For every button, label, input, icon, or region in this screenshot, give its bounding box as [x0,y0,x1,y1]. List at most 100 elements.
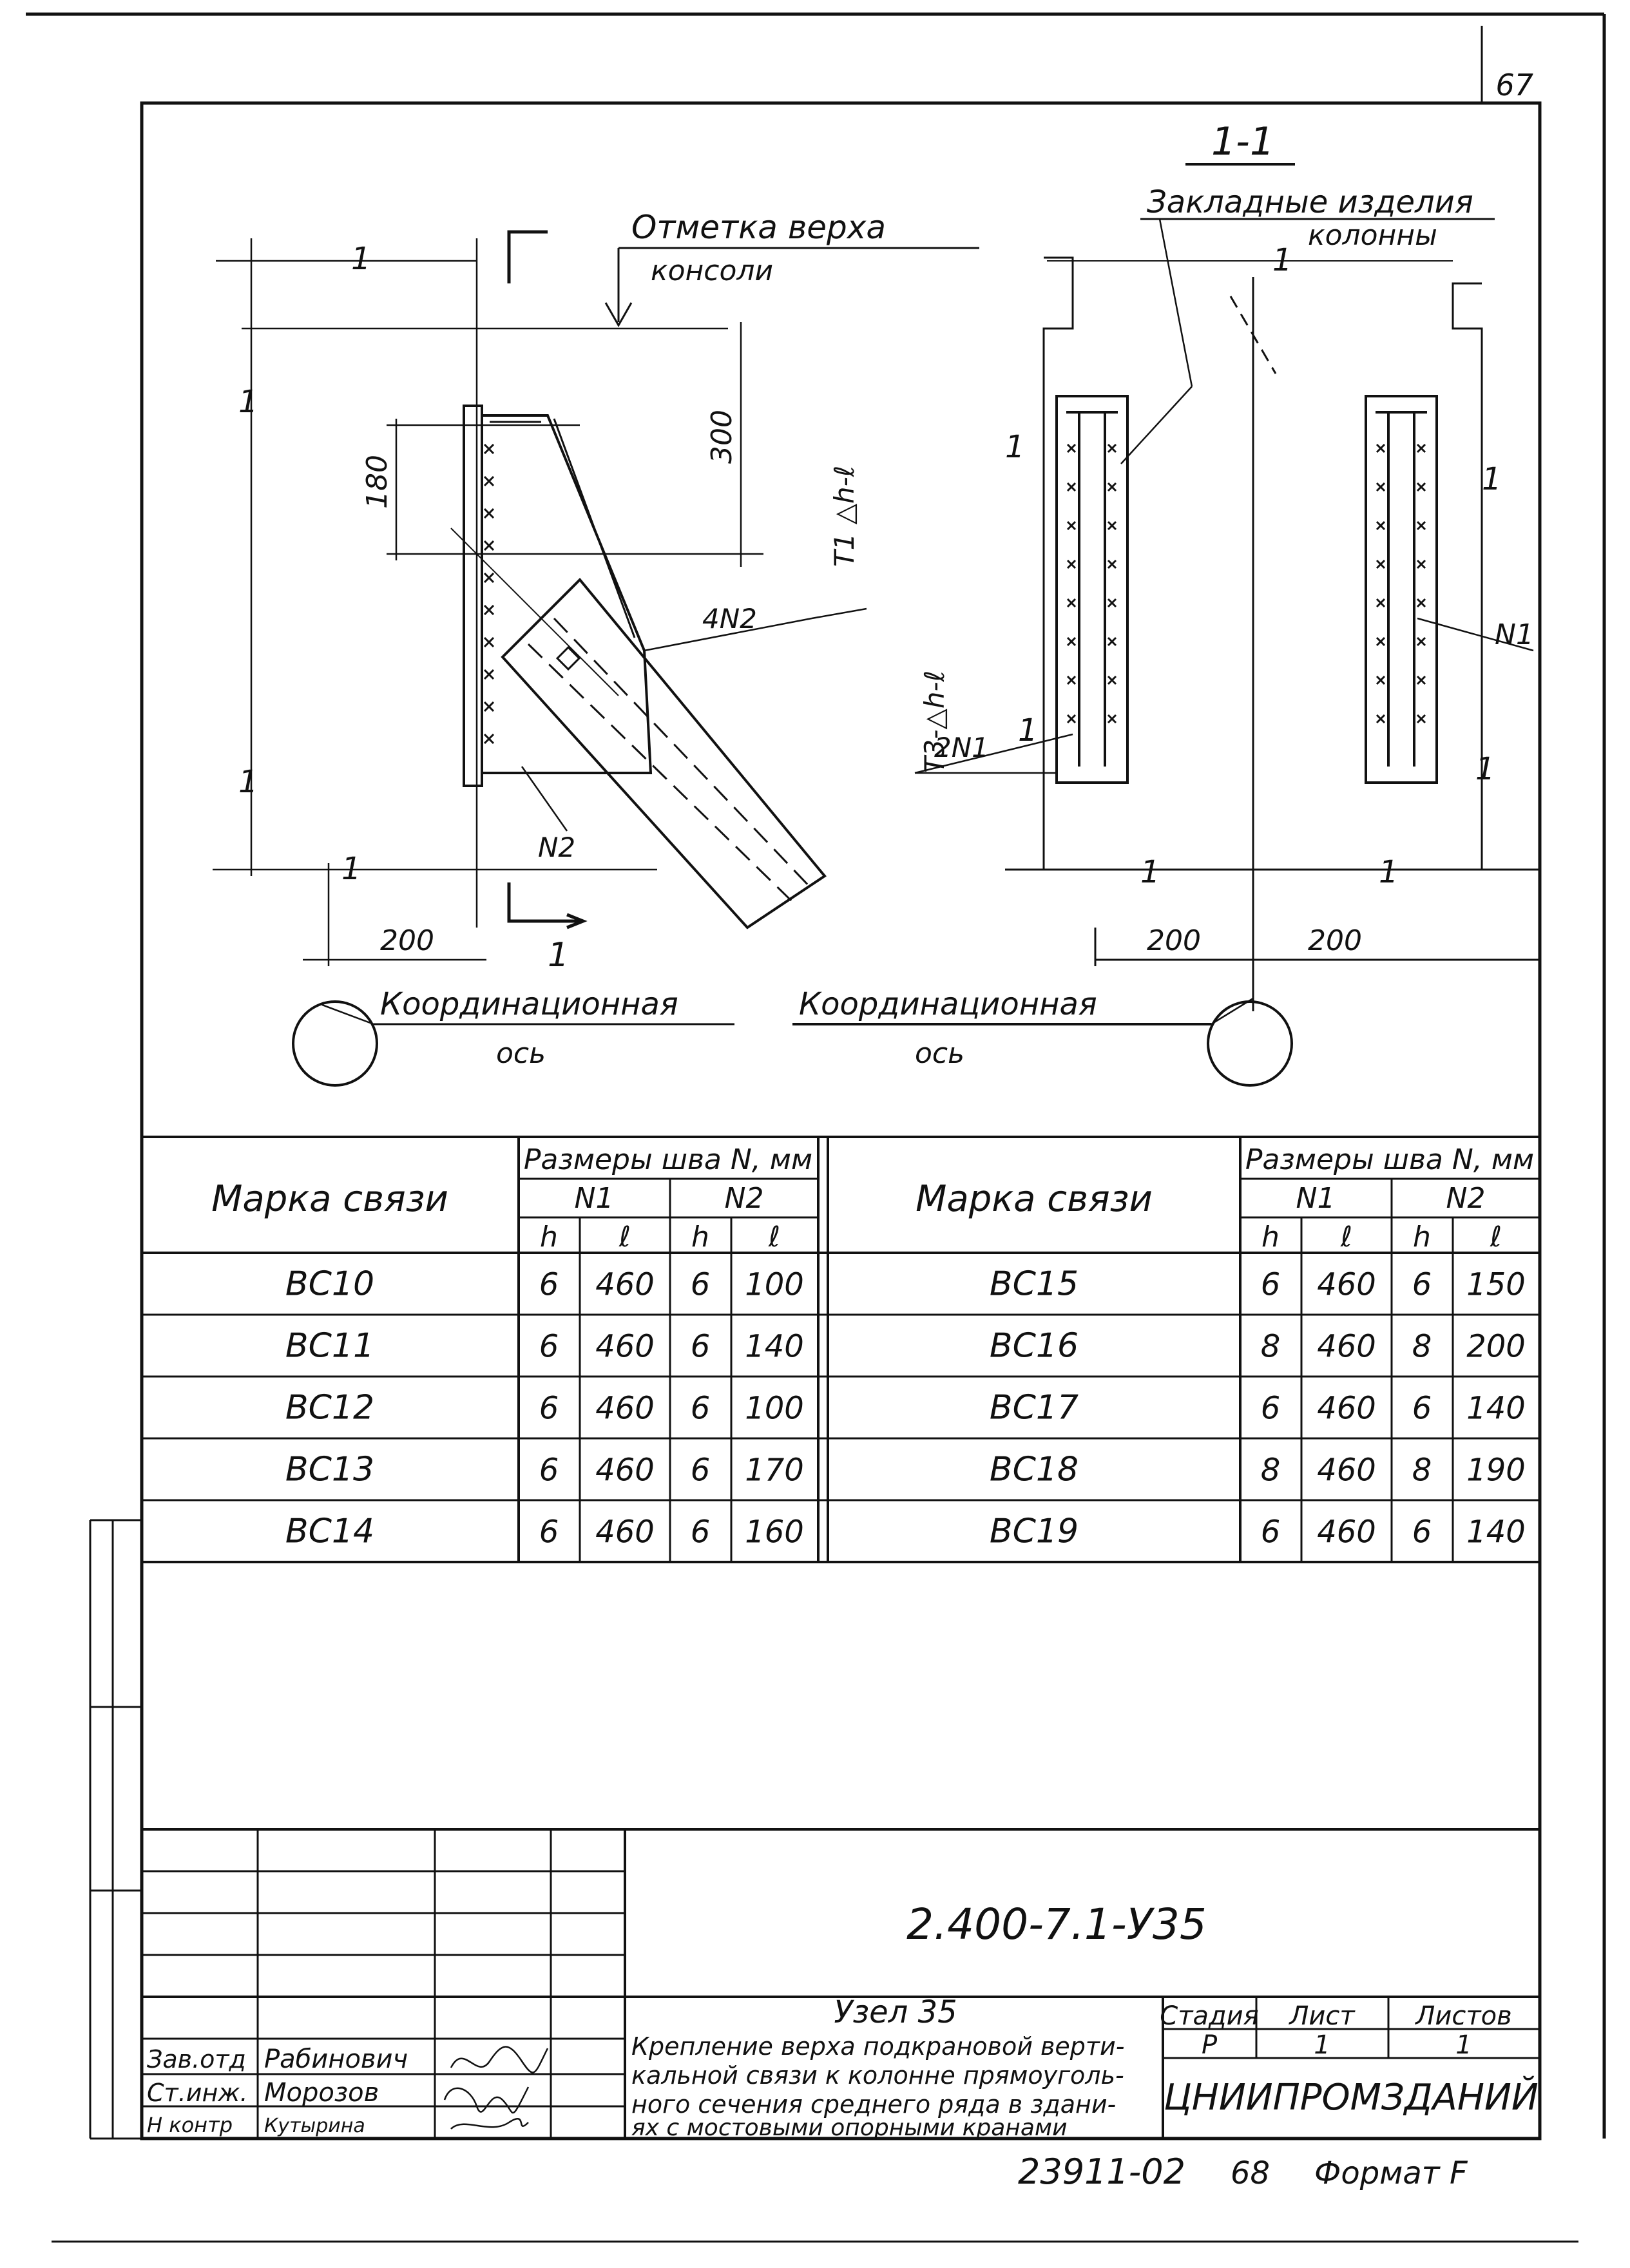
embedded-label-1: Закладные изделия [1147,184,1473,220]
dim-200-right: 200 [1308,924,1362,957]
coordination-axes: Координационная ось Координационная ось [292,986,1293,1087]
section-cut-label: 1 [548,936,569,975]
n1-header-left: N1 [575,1182,614,1215]
table-cell-right-2-0: ВС17 [990,1388,1079,1427]
part-label-n1: N1 [1495,618,1534,651]
table-cell-right-1-4: 200 [1466,1328,1526,1364]
elevation-view: Отметка верха консоли 180 300 Т1 △h-ℓ Т3… [213,209,1073,975]
section-weld-marks [1066,443,1426,724]
n2-header-right: N2 [1446,1182,1486,1215]
table-cell-right-1-3: 8 [1412,1328,1432,1364]
table-cell-right-2-3: 6 [1412,1390,1432,1426]
table-cell-right-3-1: 8 [1261,1452,1281,1488]
table-cell-left-2-3: 6 [691,1390,711,1426]
table-cell-right-0-0: ВС15 [990,1264,1079,1303]
table-grid [142,1136,1540,1563]
table-cell-left-2-1: 6 [539,1390,559,1426]
table-cell-right-3-2: 460 [1317,1452,1376,1488]
brand-header-right: Марка связи [916,1178,1153,1220]
embedded-plates [1055,395,1438,784]
sheet-frame [26,12,1606,2140]
table-cell-left-2-2: 460 [595,1390,655,1426]
column-outline [1005,256,1541,1011]
format-label: Формат F [1314,2155,1468,2191]
table-cell-left-0-0: ВС10 [285,1264,374,1303]
table-cell-left-2-4: 100 [745,1390,804,1426]
stage-value: Р [1202,2030,1218,2060]
role-head: Зав.отд [147,2045,246,2073]
embedded-label-2: колонны [1308,219,1437,252]
axis-tick-1: 1 [351,241,371,277]
n1-header-right: N1 [1296,1182,1336,1215]
coord-axis-right-label-2: ось [915,1037,964,1070]
table-cell-left-1-0: ВС11 [285,1326,374,1365]
weld-header-left: Размеры шва N, мм [524,1143,812,1176]
weld-label-t3: Т3-△h-ℓ [919,671,950,773]
table-cell-left-0-3: 6 [691,1266,711,1302]
table-cell-right-0-1: 6 [1261,1266,1281,1302]
page-number: 67 [1495,68,1533,102]
section-title: 1-1 [1211,119,1274,164]
table-cell-right-1-2: 460 [1317,1328,1376,1364]
weld-marks [483,443,495,745]
coord-axis-left-label-2: ось [496,1037,546,1070]
table-cell-left-1-2: 460 [595,1328,655,1364]
l-header-1: ℓ [618,1221,631,1253]
table-cell-right-4-0: ВС19 [990,1512,1079,1550]
table-cell-right-2-2: 460 [1317,1390,1376,1426]
table-cell-right-3-0: ВС18 [990,1450,1079,1489]
table-cell-left-3-4: 170 [745,1452,804,1488]
table-cell-right-3-4: 190 [1466,1452,1526,1488]
document-code: 2.400-7.1-У35 [906,1900,1207,1949]
sheets-value: 1 [1455,2030,1472,2060]
gusset-plate [481,414,653,774]
table-cell-left-4-4: 160 [745,1514,804,1550]
table-cell-right-3-3: 8 [1412,1452,1432,1488]
h-header-4: h [1413,1221,1431,1253]
table-cell-right-1-0: ВС16 [990,1326,1079,1365]
table-cell-left-2-0: ВС12 [285,1388,374,1427]
dim-180: 180 [361,455,394,509]
axis-tick-9: 1 [1475,751,1495,787]
l-header-4: ℓ [1490,1221,1502,1253]
part-label-n2: N2 [538,832,575,863]
axis-tick-3: 1 [238,764,258,800]
table-cell-left-3-3: 6 [691,1452,711,1488]
name-3: Кутырина [264,2115,365,2137]
axis-tick-5: 1 [1272,242,1292,278]
signatures [443,2046,549,2130]
section-view: 1-1 Закладные изделия колонны [1005,119,1541,1011]
axis-tick-6: 1 [1005,429,1025,465]
top-elevation-label-2: консоли [651,254,773,287]
table-cell-left-3-2: 460 [595,1452,655,1488]
table-cell-left-1-1: 6 [539,1328,559,1364]
sheets-label: Листов [1414,2001,1511,2031]
table-cell-right-2-1: 6 [1261,1390,1281,1426]
description-line-1: Крепление верха подкрановой верти- [631,2032,1124,2061]
weld-label-t1: Т1 △h-ℓ [829,466,860,567]
table-cell-left-1-3: 6 [691,1328,711,1364]
table-cell-left-4-3: 6 [691,1514,711,1550]
left-stamp-strip [89,1519,142,2140]
table-cell-left-0-2: 460 [595,1266,655,1302]
coord-axis-right-label-1: Координационная [799,986,1097,1022]
sheet-label: Лист [1288,2001,1356,2031]
table-cell-right-0-3: 6 [1412,1266,1432,1302]
table-cell-right-4-1: 6 [1261,1514,1281,1550]
brand-header-left: Марка связи [211,1178,448,1220]
title-block-grid [142,1828,1540,2139]
part-label-4n2: 4N2 [702,603,757,634]
axis-tick-2: 1 [238,384,258,420]
leaders [521,607,1073,832]
n2-header-left: N2 [725,1182,764,1215]
stage-label: Стадия [1160,2001,1258,2031]
description-line-2: кальной связи к колонне прямоуголь- [631,2061,1124,2090]
table-cell-right-4-2: 460 [1317,1514,1376,1550]
l-header-3: ℓ [1340,1221,1352,1253]
table-cell-left-0-1: 6 [539,1266,559,1302]
axis-tick-10: 1 [1140,854,1160,890]
part-label-2n1: 2N1 [934,732,989,763]
